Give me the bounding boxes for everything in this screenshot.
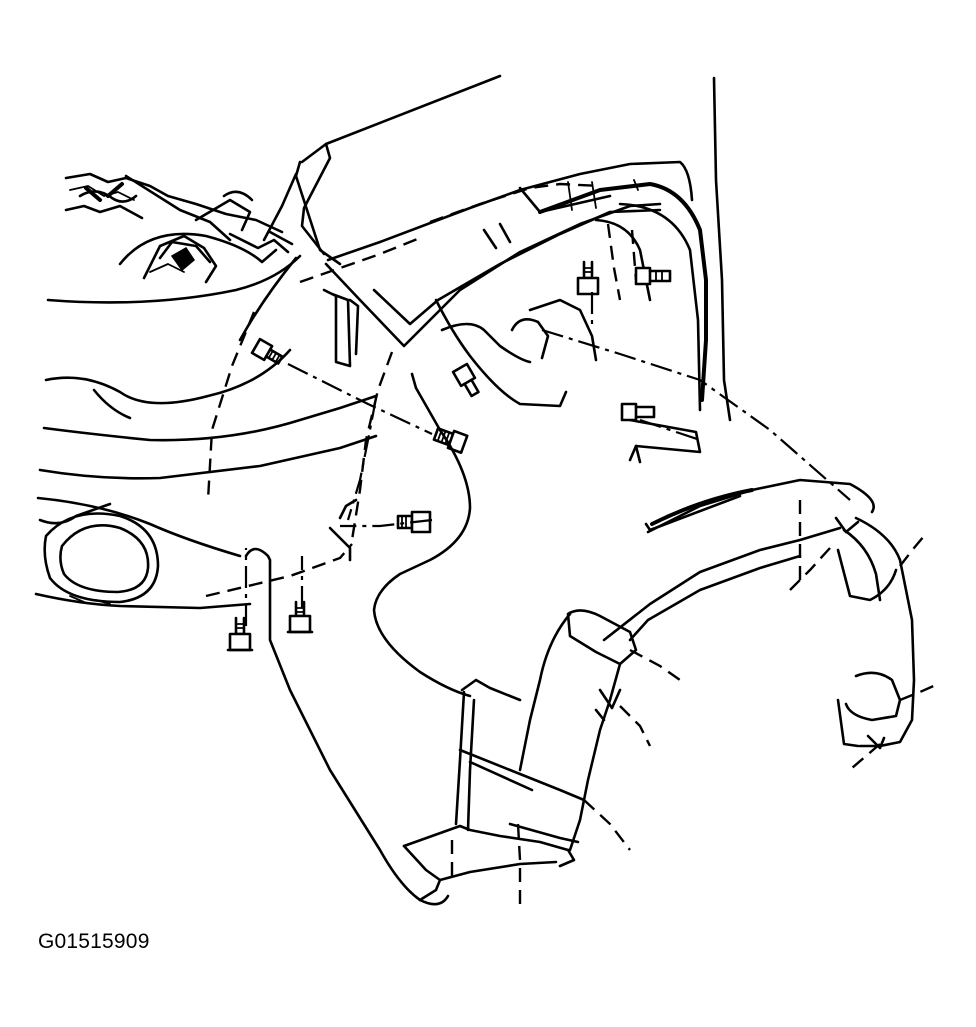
- fender: [294, 76, 732, 464]
- bolt-icon: [620, 402, 656, 422]
- wheelhouse-liner: [402, 478, 939, 904]
- bolt-icon: [226, 616, 254, 652]
- bolt-icon: [451, 362, 480, 398]
- bolt-icon: [286, 600, 314, 634]
- bolt-icon: [576, 260, 600, 296]
- splash-shield: [244, 351, 472, 906]
- fastener-screws: [226, 260, 672, 652]
- bolt-icon: [432, 427, 469, 455]
- figure-id-label: G01515909: [38, 930, 150, 953]
- bolt-icon: [634, 266, 672, 286]
- bumper-fascia: [34, 311, 378, 610]
- screw-icon: [250, 337, 284, 365]
- engine-compartment: [46, 74, 502, 342]
